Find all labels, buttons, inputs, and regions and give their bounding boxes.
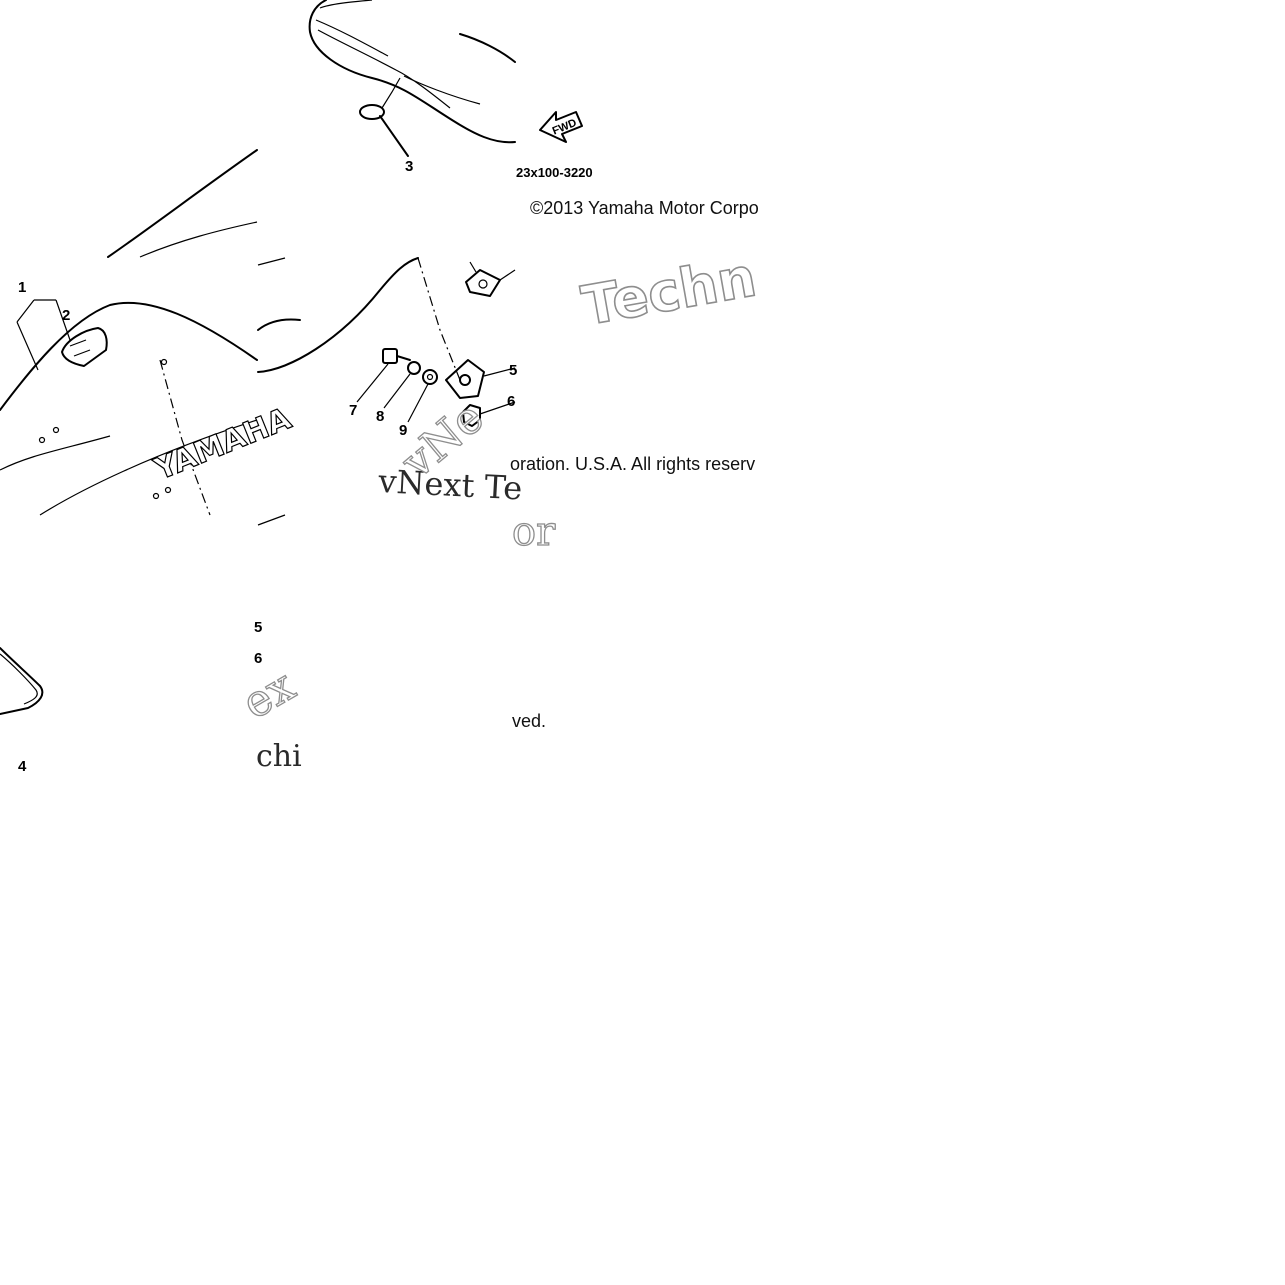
side-cover-outline — [0, 301, 258, 411]
cage-nut — [465, 269, 501, 297]
body-panel-lines — [107, 149, 258, 258]
callout-5-lower: 5 — [254, 619, 262, 636]
callout-6: 6 — [507, 393, 515, 410]
clip-part — [61, 327, 108, 367]
watermark-techn: Techn — [577, 245, 760, 337]
yamaha-decal: YAMAHA — [149, 401, 297, 488]
side-cover: 1 2 YAMAHA — [0, 279, 297, 516]
washer-9 — [422, 369, 438, 385]
nut-6 — [462, 404, 481, 427]
watermark-fragment-or: or — [512, 509, 556, 555]
bracket-part — [445, 359, 485, 399]
part-code: 23x100-3220 — [516, 165, 593, 180]
copyright-line2: oration. U.S.A. All rights reserv — [510, 454, 755, 474]
callout-9: 9 — [399, 422, 407, 439]
washer-8 — [407, 361, 421, 375]
callout-8: 8 — [376, 408, 384, 425]
callout-5: 5 — [509, 362, 517, 379]
seat-top-view: 3 — [308, 0, 516, 175]
callout-3: 3 — [405, 158, 413, 175]
copyright-main: ©2013 Yamaha Motor Corpo — [530, 198, 759, 218]
callout-6-lower: 6 — [254, 650, 262, 667]
seat-grommet — [359, 104, 385, 120]
callout-1: 1 — [18, 279, 26, 296]
watermark-fragment-ex: ex — [234, 660, 304, 730]
lower-cover-fragment: 4 — [0, 647, 44, 775]
callout-4: 4 — [18, 758, 27, 775]
bolt-7 — [382, 348, 398, 364]
watermark-vnext: vNext Te — [377, 462, 524, 508]
seat-bracket: 7 8 9 5 6 — [257, 257, 517, 526]
seat-outline — [308, 0, 516, 144]
fwd-label: FWD — [551, 117, 579, 138]
watermark-fragment-chi: chi — [256, 739, 302, 774]
copyright-tail: ved. — [512, 711, 546, 731]
callout-2: 2 — [62, 307, 70, 324]
callout-7: 7 — [349, 402, 357, 419]
fwd-arrow: FWD — [539, 111, 583, 143]
